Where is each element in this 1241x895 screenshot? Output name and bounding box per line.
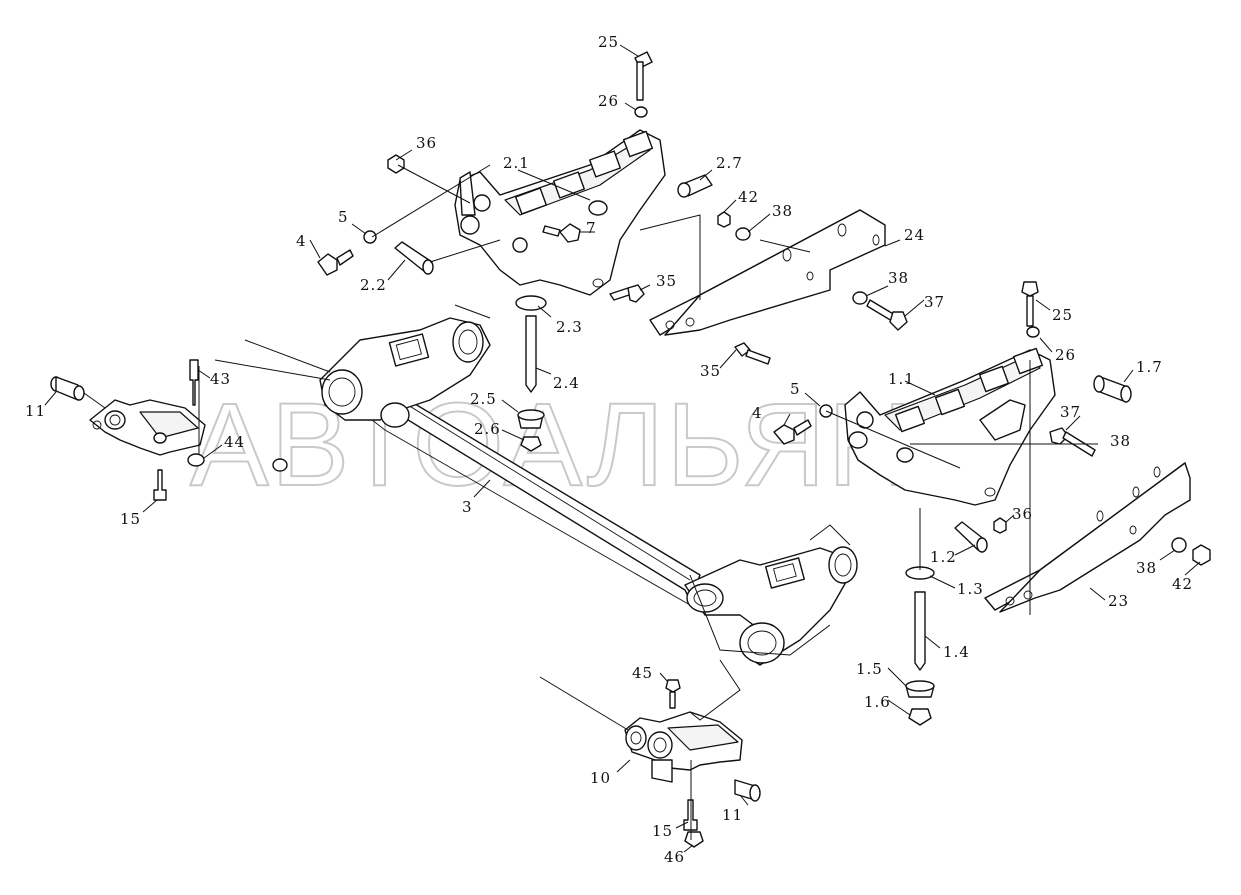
pin-11-lower [734,779,761,802]
callout-25-right: 25 [1052,306,1073,324]
rail-24 [649,209,886,336]
washer-5-upper [363,230,377,244]
stabilizer-bar [319,317,858,666]
bracket-1-1 [844,347,1056,506]
callout-1-3: 1.3 [957,580,984,598]
leader-lines [44,44,1201,853]
bolt-43 [189,359,199,406]
nut-42-lower [1192,544,1211,566]
callout-26-right: 26 [1055,346,1076,364]
nut-36-right [993,517,1007,534]
bolt-25-upper [634,51,653,101]
bolt-4-right [773,419,812,445]
callout-15-lower: 15 [652,822,673,840]
callout-15-left: 15 [120,510,141,528]
washer-38-lower [1171,537,1187,553]
callout-38-lower: 38 [1136,559,1157,577]
nut-42-upper [717,211,731,228]
bolt-35-right [734,342,771,365]
callout-37-right: 37 [1060,403,1081,421]
washer-26-upper [634,106,648,118]
callout-26-top: 26 [598,92,619,110]
callout-38-top: 38 [772,202,793,220]
nut-1-6 [908,708,932,726]
callout-1-2: 1.2 [930,548,957,566]
nut-36-upper [387,154,405,174]
bolt-15-left [153,469,167,501]
callout-1-7: 1.7 [1136,358,1163,376]
bolt-1-4 [914,591,926,671]
callout-35-top: 35 [656,272,677,290]
callout-36-right: 36 [1012,505,1033,523]
callout-2-1: 2.1 [503,154,530,172]
callout-4-left: 4 [296,232,307,250]
callout-36-top: 36 [416,134,437,152]
callout-23: 23 [1108,592,1129,610]
callout-1-1: 1.1 [888,370,915,388]
bolt-35-upper [609,284,645,303]
callout-44: 44 [224,433,245,451]
callout-42-lower: 42 [1172,575,1193,593]
callout-45: 45 [632,664,653,682]
washer-38-upper [735,227,751,241]
washer-38-mid [272,458,288,472]
callout-labels: 25 26 36 2.1 2.7 42 38 24 5 4 7 2.2 35 3… [25,33,1193,866]
nut-2-6 [520,436,542,452]
callout-37-top: 37 [924,293,945,311]
bracket-2-1 [454,129,666,296]
callout-43: 43 [210,370,231,388]
bolt-45 [665,679,681,709]
pin-1-7 [1093,375,1132,403]
washer-44 [187,453,205,467]
rail-23 [984,462,1191,613]
pin-1-2 [954,521,988,553]
bolt-2-4 [525,315,537,393]
callout-24: 24 [904,226,925,244]
callout-4-right: 4 [752,404,763,422]
callout-1-4: 1.4 [943,643,970,661]
nut-46 [684,831,704,848]
bolt-4-upper [317,249,354,276]
bolt-7 [542,223,581,243]
pin-2-7 [677,174,713,198]
bracket-10 [624,711,743,783]
callout-2-6: 2.6 [474,420,501,438]
callout-42-top: 42 [738,188,759,206]
callout-2-3: 2.3 [556,318,583,336]
callout-3: 3 [462,498,473,516]
callout-2-2: 2.2 [360,276,387,294]
callout-38-right: 38 [888,269,909,287]
bracket-left [89,399,206,456]
callout-38-mid: 38 [1110,432,1131,450]
callout-2-7: 2.7 [716,154,743,172]
pin-2-2 [394,241,434,275]
callout-7: 7 [586,219,597,237]
callout-46: 46 [664,848,685,866]
callout-10: 10 [590,769,611,787]
washer-26-right [1026,326,1040,338]
bolt-37-right [1049,427,1096,457]
callout-1-6: 1.6 [864,693,891,711]
callout-5-left: 5 [338,208,349,226]
bolt-37-upper [866,299,908,331]
washer-38-right [852,291,868,305]
pin-11-left [50,376,85,401]
callout-5-right: 5 [790,380,801,398]
bolt-25-right [1021,281,1039,327]
callout-25-top: 25 [598,33,619,51]
callout-2-4: 2.4 [553,374,580,392]
callout-2-5: 2.5 [470,390,497,408]
pad-2-3 [515,295,547,311]
callout-11-left: 11 [25,402,46,420]
callout-1-5: 1.5 [856,660,883,678]
callout-35-right: 35 [700,362,721,380]
callout-11-lower: 11 [722,806,743,824]
